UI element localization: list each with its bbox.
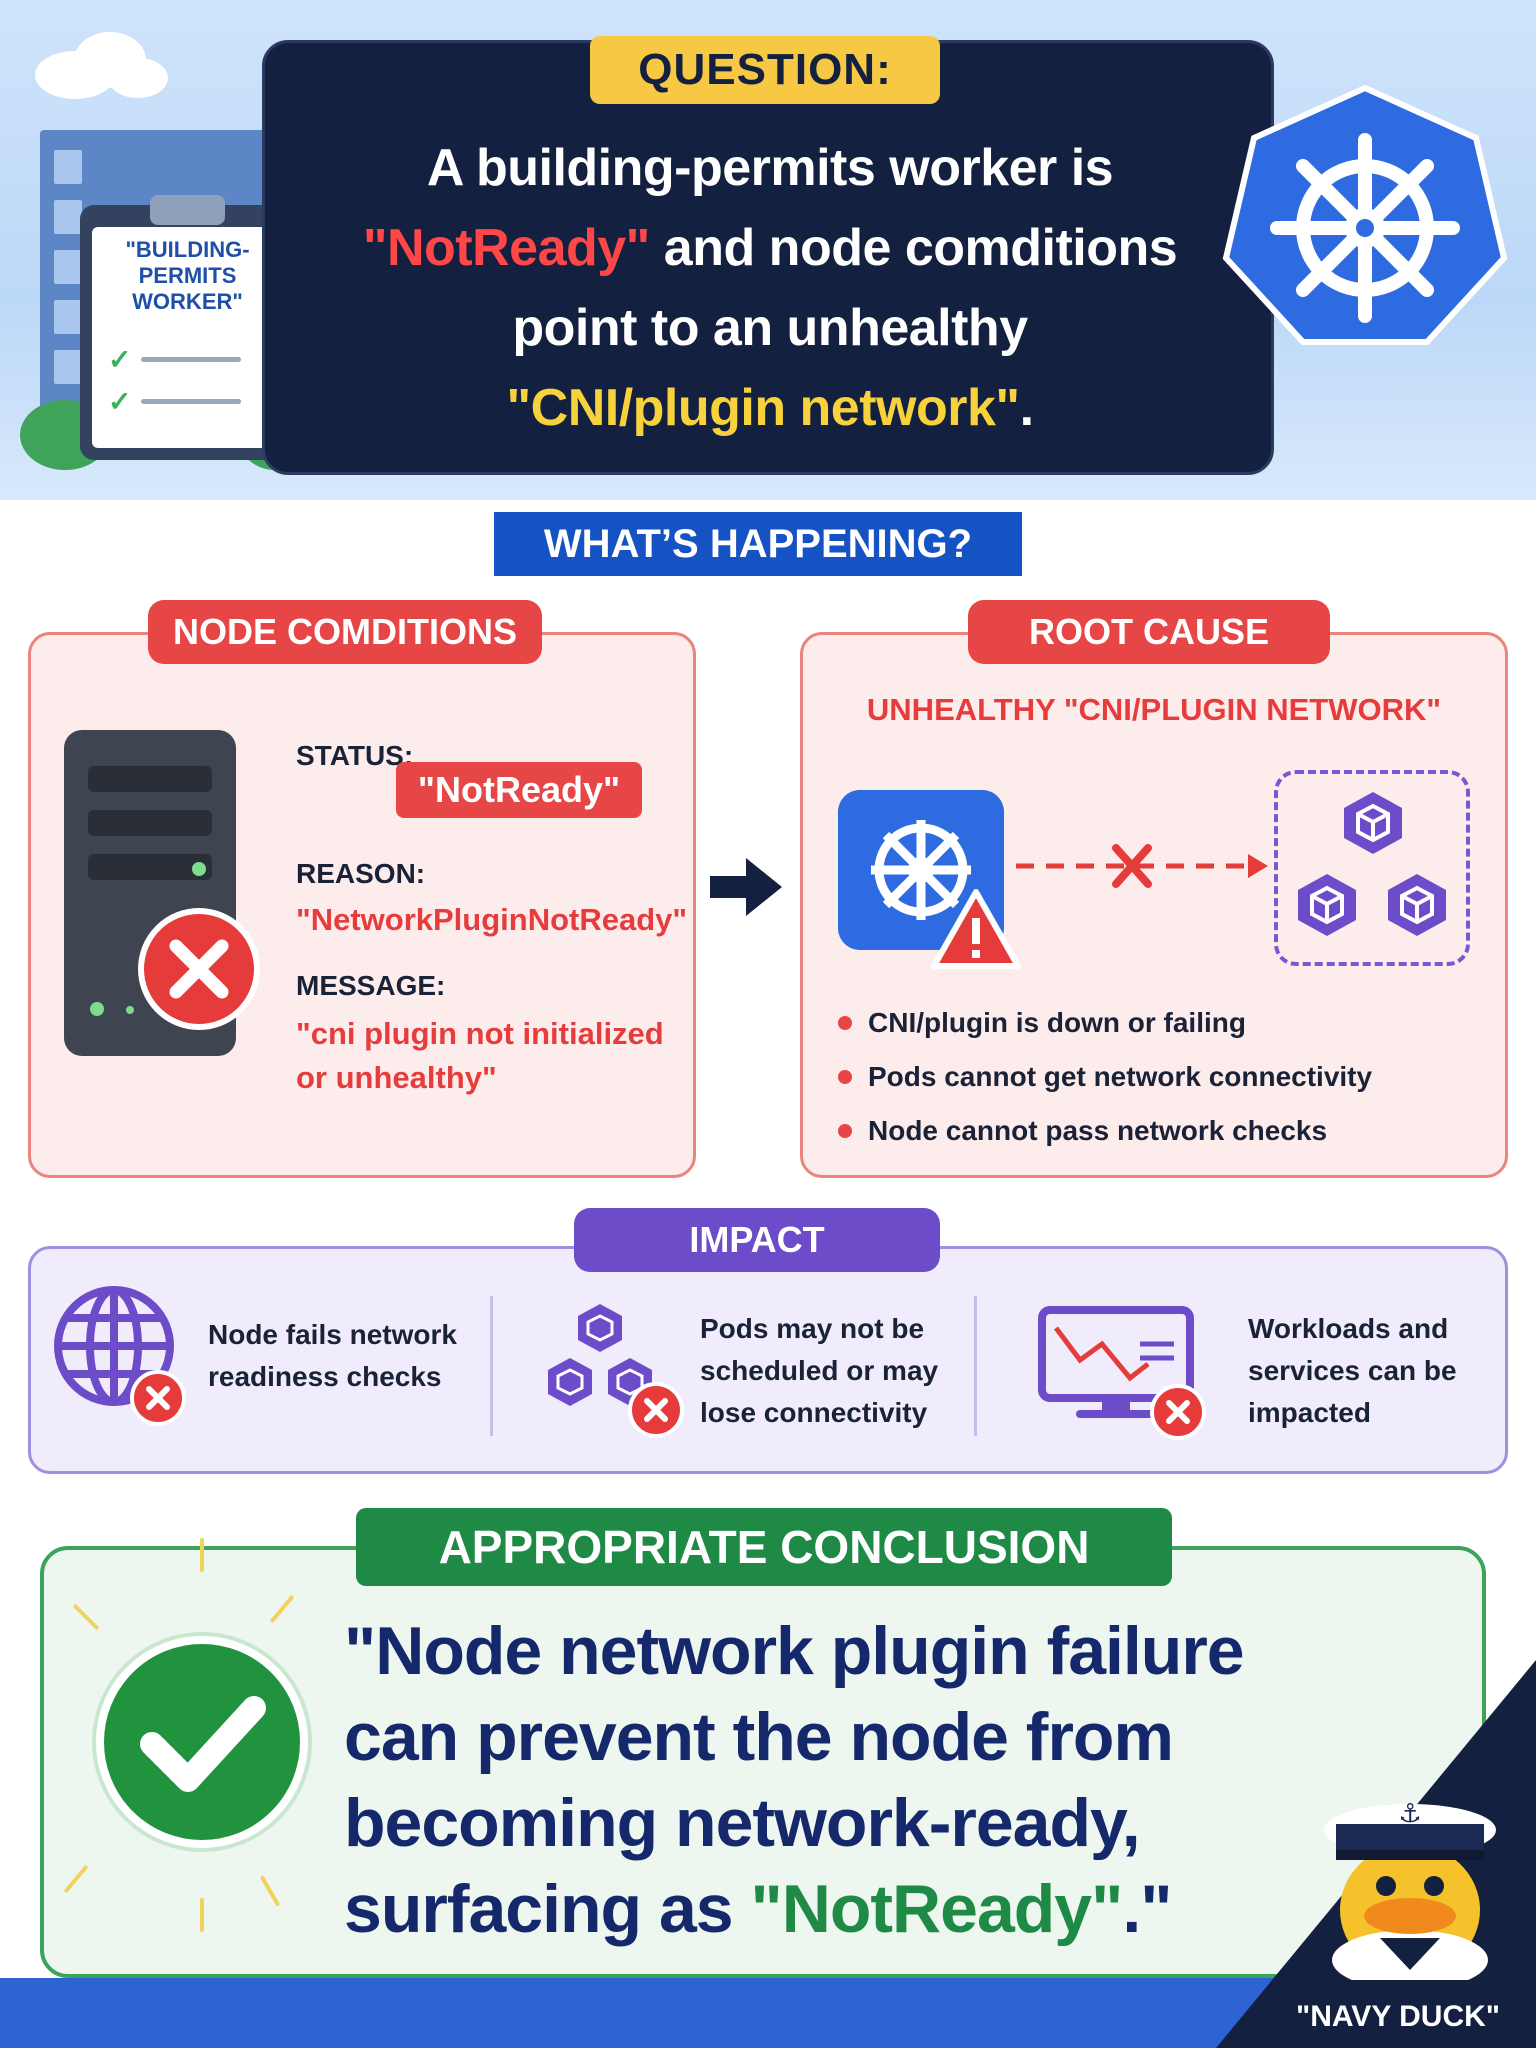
conclusion-line-4-post: ."	[1122, 1871, 1172, 1947]
question-line-4: "CNI/plugin network".	[290, 368, 1250, 448]
bullet-text: Pods cannot get network connectivity	[868, 1061, 1373, 1092]
root-cause-list: CNI/plugin is down or failing Pods canno…	[838, 996, 1372, 1158]
conclusion-title: APPROPRIATE CONCLUSION	[356, 1508, 1172, 1586]
clipboard-title: "BUILDING- PERMITS WORKER"	[125, 237, 250, 314]
error-x-icon	[628, 1382, 684, 1438]
conclusion-line-4-pre: surfacing as	[344, 1871, 751, 1947]
impact-text-line: Pods may not be	[700, 1313, 925, 1344]
error-x-icon	[1150, 1384, 1206, 1440]
navy-duck-mascot-icon: ⚓	[1324, 1799, 1496, 1980]
message-value-line-2: or unhealthy"	[296, 1060, 497, 1095]
root-cause-title: ROOT CAUSE	[968, 600, 1330, 664]
message-label: MESSAGE:	[296, 970, 446, 1001]
question-line-2: "NotReady" and node comditions	[290, 208, 1250, 288]
error-x-icon	[130, 1370, 186, 1426]
reason-value: "NetworkPluginNotReady"	[296, 902, 688, 937]
status-value-badge: "NotReady"	[396, 762, 642, 818]
notready-highlight: "NotReady"	[750, 1871, 1124, 1947]
question-line-3: point to an unhealthy	[512, 299, 1028, 357]
check-icon: ✓	[108, 344, 132, 375]
bullet-text: Node cannot pass network checks	[868, 1115, 1328, 1146]
sparkle-ray	[200, 1898, 204, 1932]
kubernetes-logo-icon	[1222, 84, 1508, 345]
checklist-row: ✓	[108, 385, 242, 418]
conclusion-line-2: can prevent the node from	[344, 1699, 1174, 1775]
cloud-icon	[35, 32, 168, 99]
conclusion-line-1: "Node network plugin failure	[344, 1613, 1245, 1689]
question-line-1: A building-permits worker is	[426, 139, 1114, 197]
impact-title: IMPACT	[574, 1208, 940, 1272]
notready-highlight: "NotReady"	[362, 219, 651, 277]
list-item: Pods cannot get network connectivity	[838, 1050, 1372, 1104]
impact-text-line: Node fails network	[208, 1319, 457, 1350]
sparkle-ray	[200, 1538, 204, 1572]
pod-cube-icon	[1388, 874, 1446, 936]
conclusion-line-4: surfacing as "NotReady"."	[344, 1866, 1344, 1952]
warning-icon	[931, 889, 1021, 969]
conclusion-text: "Node network plugin failure can prevent…	[344, 1608, 1344, 1952]
conclusion-line-3: becoming network-ready,	[344, 1785, 1141, 1861]
impact-panel	[28, 1246, 1508, 1474]
divider	[974, 1296, 977, 1436]
impact-text-line: lose connectivity	[700, 1397, 928, 1428]
cni-highlight: "CNI/plugin network"	[506, 379, 1020, 437]
root-cause-subtitle: UNHEALTHY "CNI/PLUGIN NETWORK"	[866, 692, 1442, 727]
bullet-dot	[838, 1070, 852, 1084]
divider	[490, 1296, 493, 1436]
question-line-2-rest: and node comditions	[649, 219, 1178, 277]
bullet-text: CNI/plugin is down or failing	[868, 1007, 1246, 1038]
checklist-row: ✓	[108, 343, 242, 376]
impact-text-line: readiness checks	[208, 1361, 442, 1392]
clipboard-paper	[92, 227, 283, 448]
globe-icon	[54, 1286, 174, 1406]
impact-text-line: services can be	[1248, 1355, 1457, 1386]
question-text: A building-permits worker is "NotReady" …	[290, 128, 1250, 448]
impact-text-line: impacted	[1248, 1397, 1371, 1428]
impact-item-1-text: Node fails network readiness checks	[208, 1314, 457, 1398]
pod-cube-icon	[1344, 792, 1402, 854]
question-box	[262, 40, 1274, 475]
bullet-dot	[838, 1016, 852, 1030]
question-badge: QUESTION:	[590, 36, 940, 104]
clipboard-clip	[150, 195, 225, 225]
list-item: CNI/plugin is down or failing	[838, 996, 1372, 1050]
checkmark-icon	[96, 1636, 308, 1848]
pods-icon	[548, 1304, 652, 1406]
svg-text:⚓: ⚓	[1398, 1799, 1421, 1829]
clipboard-icon: "BUILDING- PERMITS WORKER" ✓ ✓	[80, 195, 295, 460]
status-label: STATUS:	[296, 740, 414, 771]
broken-connection-icon	[1016, 844, 1268, 888]
question-line-4-rest: .	[1019, 379, 1034, 437]
check-icon: ✓	[108, 386, 132, 417]
mascot-label: "NAVY DUCK"	[1295, 2000, 1501, 2033]
error-x-icon	[138, 908, 260, 1030]
impact-item-3-text: Workloads and services can be impacted	[1248, 1308, 1457, 1434]
impact-text-line: scheduled or may	[700, 1355, 939, 1386]
pod-cube-icon	[1298, 874, 1356, 936]
arrow-right-icon	[710, 858, 782, 916]
message-value-line-1: "cni plugin not initialized	[296, 1016, 664, 1051]
reason-label: REASON:	[296, 858, 426, 889]
impact-text-line: Workloads and	[1248, 1313, 1449, 1344]
pods-group-box	[1274, 770, 1470, 966]
impact-item-2-text: Pods may not be scheduled or may lose co…	[700, 1308, 938, 1434]
node-conditions-title: NODE COMDITIONS	[148, 600, 542, 664]
whats-happening-header: WHAT’S HAPPENING?	[494, 512, 1022, 576]
monitor-chart-icon	[1038, 1306, 1194, 1418]
bullet-dot	[838, 1124, 852, 1138]
list-item: Node cannot pass network checks	[838, 1104, 1372, 1158]
